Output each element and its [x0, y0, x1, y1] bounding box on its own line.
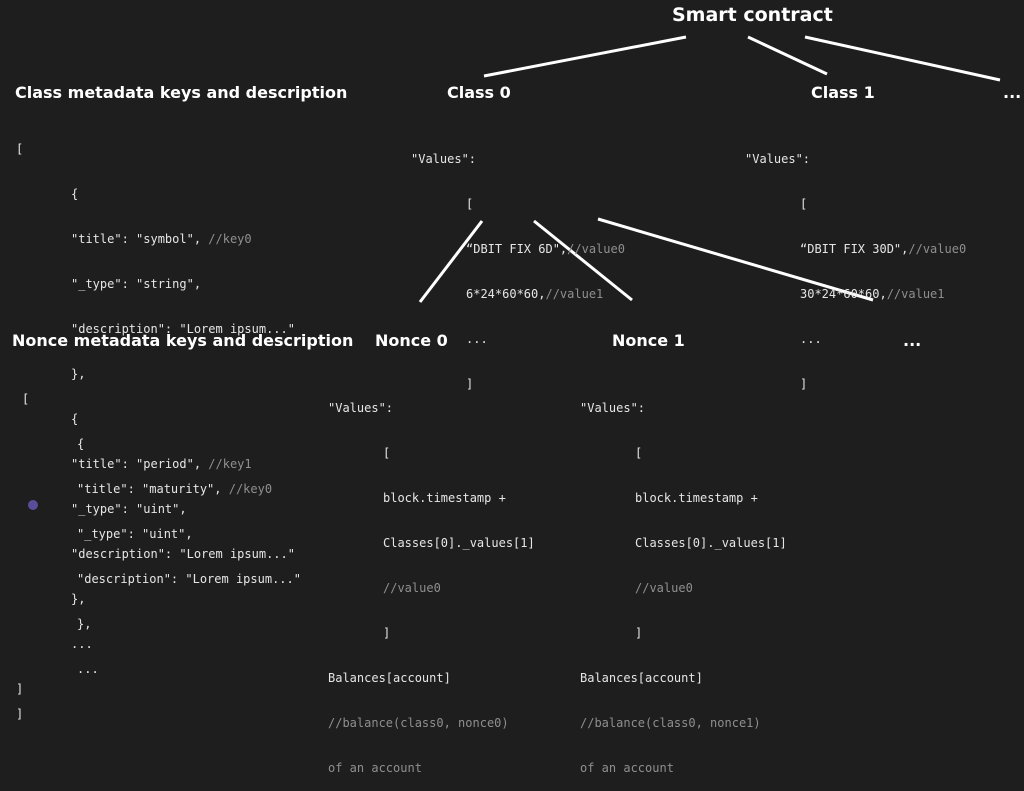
code-line: },	[71, 367, 86, 381]
code-line: Balances[account]	[328, 671, 451, 685]
nonce0-values-code: "Values": [ block.timestamp + Classes[0]…	[328, 371, 535, 791]
code-line: "Values":	[411, 152, 477, 166]
code-line: of an account	[328, 761, 422, 775]
code-line: "title": "maturity", //key0	[22, 482, 301, 497]
code-line: ...	[466, 332, 488, 346]
nonce1-values-code: "Values": [ block.timestamp + Classes[0]…	[580, 371, 787, 791]
code-comment: //value0	[908, 242, 967, 256]
nonce-metadata-code: [ { "title": "maturity", //key0 "_type":…	[16, 362, 301, 737]
line-class0-nonce1	[533, 219, 633, 302]
class0-values-code: "Values": [ “DBIT FIX 6D",//value0 6*24*…	[411, 122, 625, 407]
code-text: "title": "period",	[71, 457, 209, 471]
code-text: “DBIT FIX 30D",	[800, 242, 909, 256]
code-line: {	[71, 187, 79, 201]
code-line: "Values":	[580, 401, 646, 415]
class0-title: Class 0	[447, 83, 511, 102]
line-contract-class0	[483, 35, 687, 78]
code-line: block.timestamp +	[383, 491, 506, 505]
code-line: 30*24*60*60,//value1	[745, 287, 966, 302]
code-line: “DBIT FIX 30D",//value0	[745, 242, 966, 257]
smart-contract-title: Smart contract	[672, 4, 833, 26]
code-line: "title": "symbol", //key0	[16, 232, 295, 247]
code-line: Classes[0]._values[1]	[635, 536, 787, 550]
code-line: },	[77, 617, 92, 631]
code-line: //balance(class0, nonce1)	[580, 716, 761, 730]
code-line: [	[16, 142, 24, 156]
code-comment: //value0	[567, 242, 625, 256]
code-line: ...	[77, 662, 99, 676]
nonce-metadata-title: Nonce metadata keys and description	[12, 331, 354, 350]
code-line: //balance(class0, nonce0)	[328, 716, 509, 730]
decorative-dot	[28, 500, 38, 510]
code-line: [	[383, 446, 391, 460]
line-class0-more	[597, 217, 874, 302]
code-line: {	[77, 437, 85, 451]
class-more-ellipsis: ...	[1003, 83, 1022, 102]
code-line: {	[71, 412, 79, 426]
code-line: "_type": "string",	[71, 277, 202, 291]
connector-lines	[418, 35, 1001, 303]
code-line: [	[635, 446, 643, 460]
code-text: "title": "maturity",	[77, 482, 229, 496]
code-line: “DBIT FIX 6D",//value0	[411, 242, 625, 257]
code-comment: //value1	[886, 287, 945, 301]
code-line: //value0	[635, 581, 693, 595]
code-line: [	[22, 392, 30, 406]
code-line: ]	[635, 626, 643, 640]
class1-title: Class 1	[811, 83, 875, 102]
line-class0-nonce0	[418, 220, 484, 303]
nonce-more-ellipsis: ...	[903, 331, 922, 350]
code-line: block.timestamp +	[635, 491, 758, 505]
code-line: [	[800, 197, 808, 211]
class1-values-code: "Values": [ “DBIT FIX 30D",//value0 30*2…	[745, 122, 966, 407]
line-contract-more	[804, 35, 1001, 82]
code-line: "description": "Lorem ipsum..."	[71, 322, 295, 336]
code-line: Balances[account]	[580, 671, 703, 685]
code-line: ]	[383, 626, 391, 640]
code-line: "_type": "uint",	[77, 527, 193, 541]
code-text: "title": "symbol",	[71, 232, 209, 246]
code-line: ]	[16, 707, 24, 721]
code-comment: //key0	[208, 232, 252, 246]
code-line: //value0	[383, 581, 441, 595]
nonce0-title: Nonce 0	[375, 331, 448, 350]
code-line: "Values":	[745, 152, 811, 166]
nonce1-title: Nonce 1	[612, 331, 685, 350]
code-line: of an account	[580, 761, 674, 775]
code-comment: //key1	[208, 457, 252, 471]
code-line: 6*24*60*60,//value1	[411, 287, 625, 302]
code-text: 30*24*60*60,	[800, 287, 887, 301]
line-contract-class1	[747, 35, 828, 76]
code-line: ]	[800, 377, 808, 391]
code-line: "title": "period", //key1	[16, 457, 295, 472]
code-line: "Values":	[328, 401, 394, 415]
class-metadata-title: Class metadata keys and description	[15, 83, 348, 102]
code-line: "description": "Lorem ipsum..."	[77, 572, 301, 586]
code-text: 6*24*60*60,	[466, 287, 546, 301]
code-comment: //key0	[228, 482, 273, 496]
code-line: ...	[800, 332, 822, 346]
code-comment: //value1	[545, 287, 604, 301]
code-text: “DBIT FIX 6D",	[466, 242, 568, 256]
code-line: [	[466, 197, 474, 211]
code-line: ]	[466, 377, 474, 391]
code-line: Classes[0]._values[1]	[383, 536, 535, 550]
